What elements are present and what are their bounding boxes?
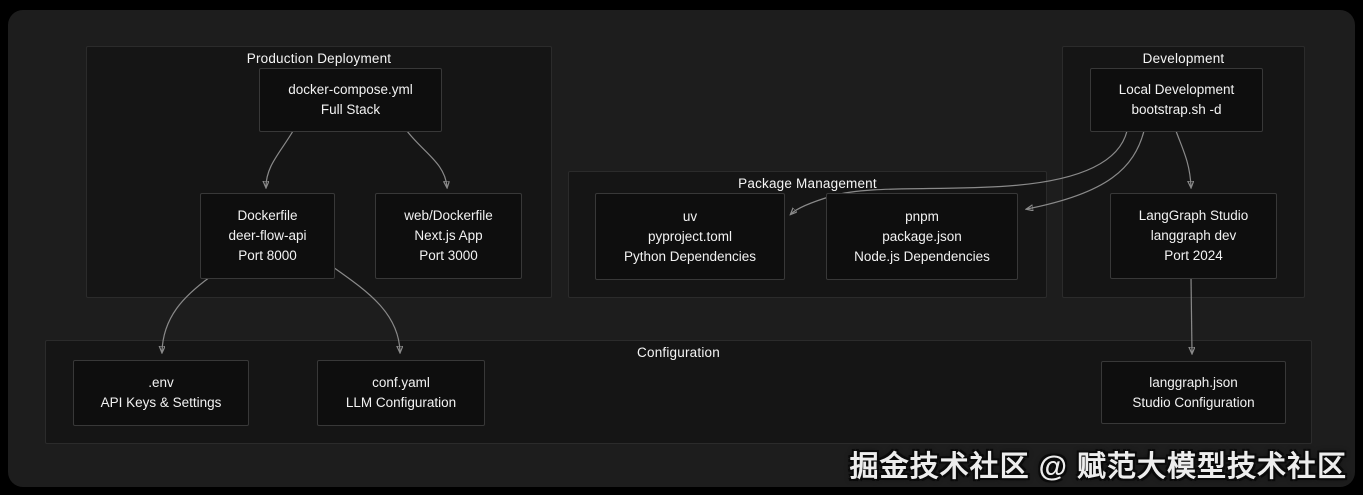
node-web-dockerfile: web/Dockerfile Next.js App Port 3000 bbox=[375, 193, 522, 279]
node-pnpm: pnpm package.json Node.js Dependencies bbox=[826, 193, 1018, 280]
node-line: Node.js Dependencies bbox=[854, 248, 990, 264]
node-line: Studio Configuration bbox=[1132, 394, 1255, 410]
node-line: package.json bbox=[882, 228, 962, 244]
node-line: Full Stack bbox=[320, 102, 381, 117]
node-line: pyproject.toml bbox=[647, 228, 733, 244]
node-local-development: Local Development bootstrap.sh -d bbox=[1090, 68, 1263, 132]
node-line: Port 3000 bbox=[419, 248, 478, 263]
node-line: LLM Configuration bbox=[345, 395, 457, 410]
node-line: uv bbox=[682, 208, 698, 224]
node-docker-compose: docker-compose.yml Full Stack bbox=[259, 68, 442, 132]
group-title-development: Development bbox=[1142, 51, 1225, 66]
node-line: langgraph.json bbox=[1149, 374, 1238, 390]
node-line: conf.yaml bbox=[372, 375, 430, 390]
watermark: 掘金技术社区 @ 赋范大模型技术社区 bbox=[849, 451, 1347, 483]
node-line: bootstrap.sh -d bbox=[1131, 102, 1222, 117]
node-line: .env bbox=[148, 375, 174, 390]
node-line: langgraph dev bbox=[1150, 228, 1237, 243]
node-line: Local Development bbox=[1118, 82, 1235, 97]
node-langgraph-studio: LangGraph Studio langgraph dev Port 2024 bbox=[1110, 193, 1277, 279]
node-line: LangGraph Studio bbox=[1138, 208, 1249, 223]
node-line: pnpm bbox=[905, 208, 939, 224]
group-title-production: Production Deployment bbox=[246, 51, 392, 66]
node-line: docker-compose.yml bbox=[288, 82, 413, 97]
group-title-package-management: Package Management bbox=[738, 176, 877, 191]
node-dockerfile-deer-flow-api: Dockerfile deer-flow-api Port 8000 bbox=[200, 193, 335, 279]
group-title-configuration: Configuration bbox=[637, 345, 720, 360]
node-line: API Keys & Settings bbox=[100, 395, 222, 410]
node-uv: uv pyproject.toml Python Dependencies bbox=[595, 193, 785, 280]
node-line: deer-flow-api bbox=[228, 228, 307, 243]
node-line: Port 8000 bbox=[238, 248, 297, 263]
node-line: Port 2024 bbox=[1164, 248, 1223, 263]
node-line: Dockerfile bbox=[237, 208, 298, 223]
node-conf-yaml: conf.yaml LLM Configuration bbox=[317, 360, 485, 426]
group-configuration: Configuration bbox=[45, 340, 1312, 444]
node-line: Python Dependencies bbox=[623, 248, 757, 264]
node-line: web/Dockerfile bbox=[404, 208, 493, 223]
node-env: .env API Keys & Settings bbox=[73, 360, 249, 426]
node-langgraph-json: langgraph.json Studio Configuration bbox=[1101, 361, 1286, 424]
node-line: Next.js App bbox=[414, 228, 483, 243]
